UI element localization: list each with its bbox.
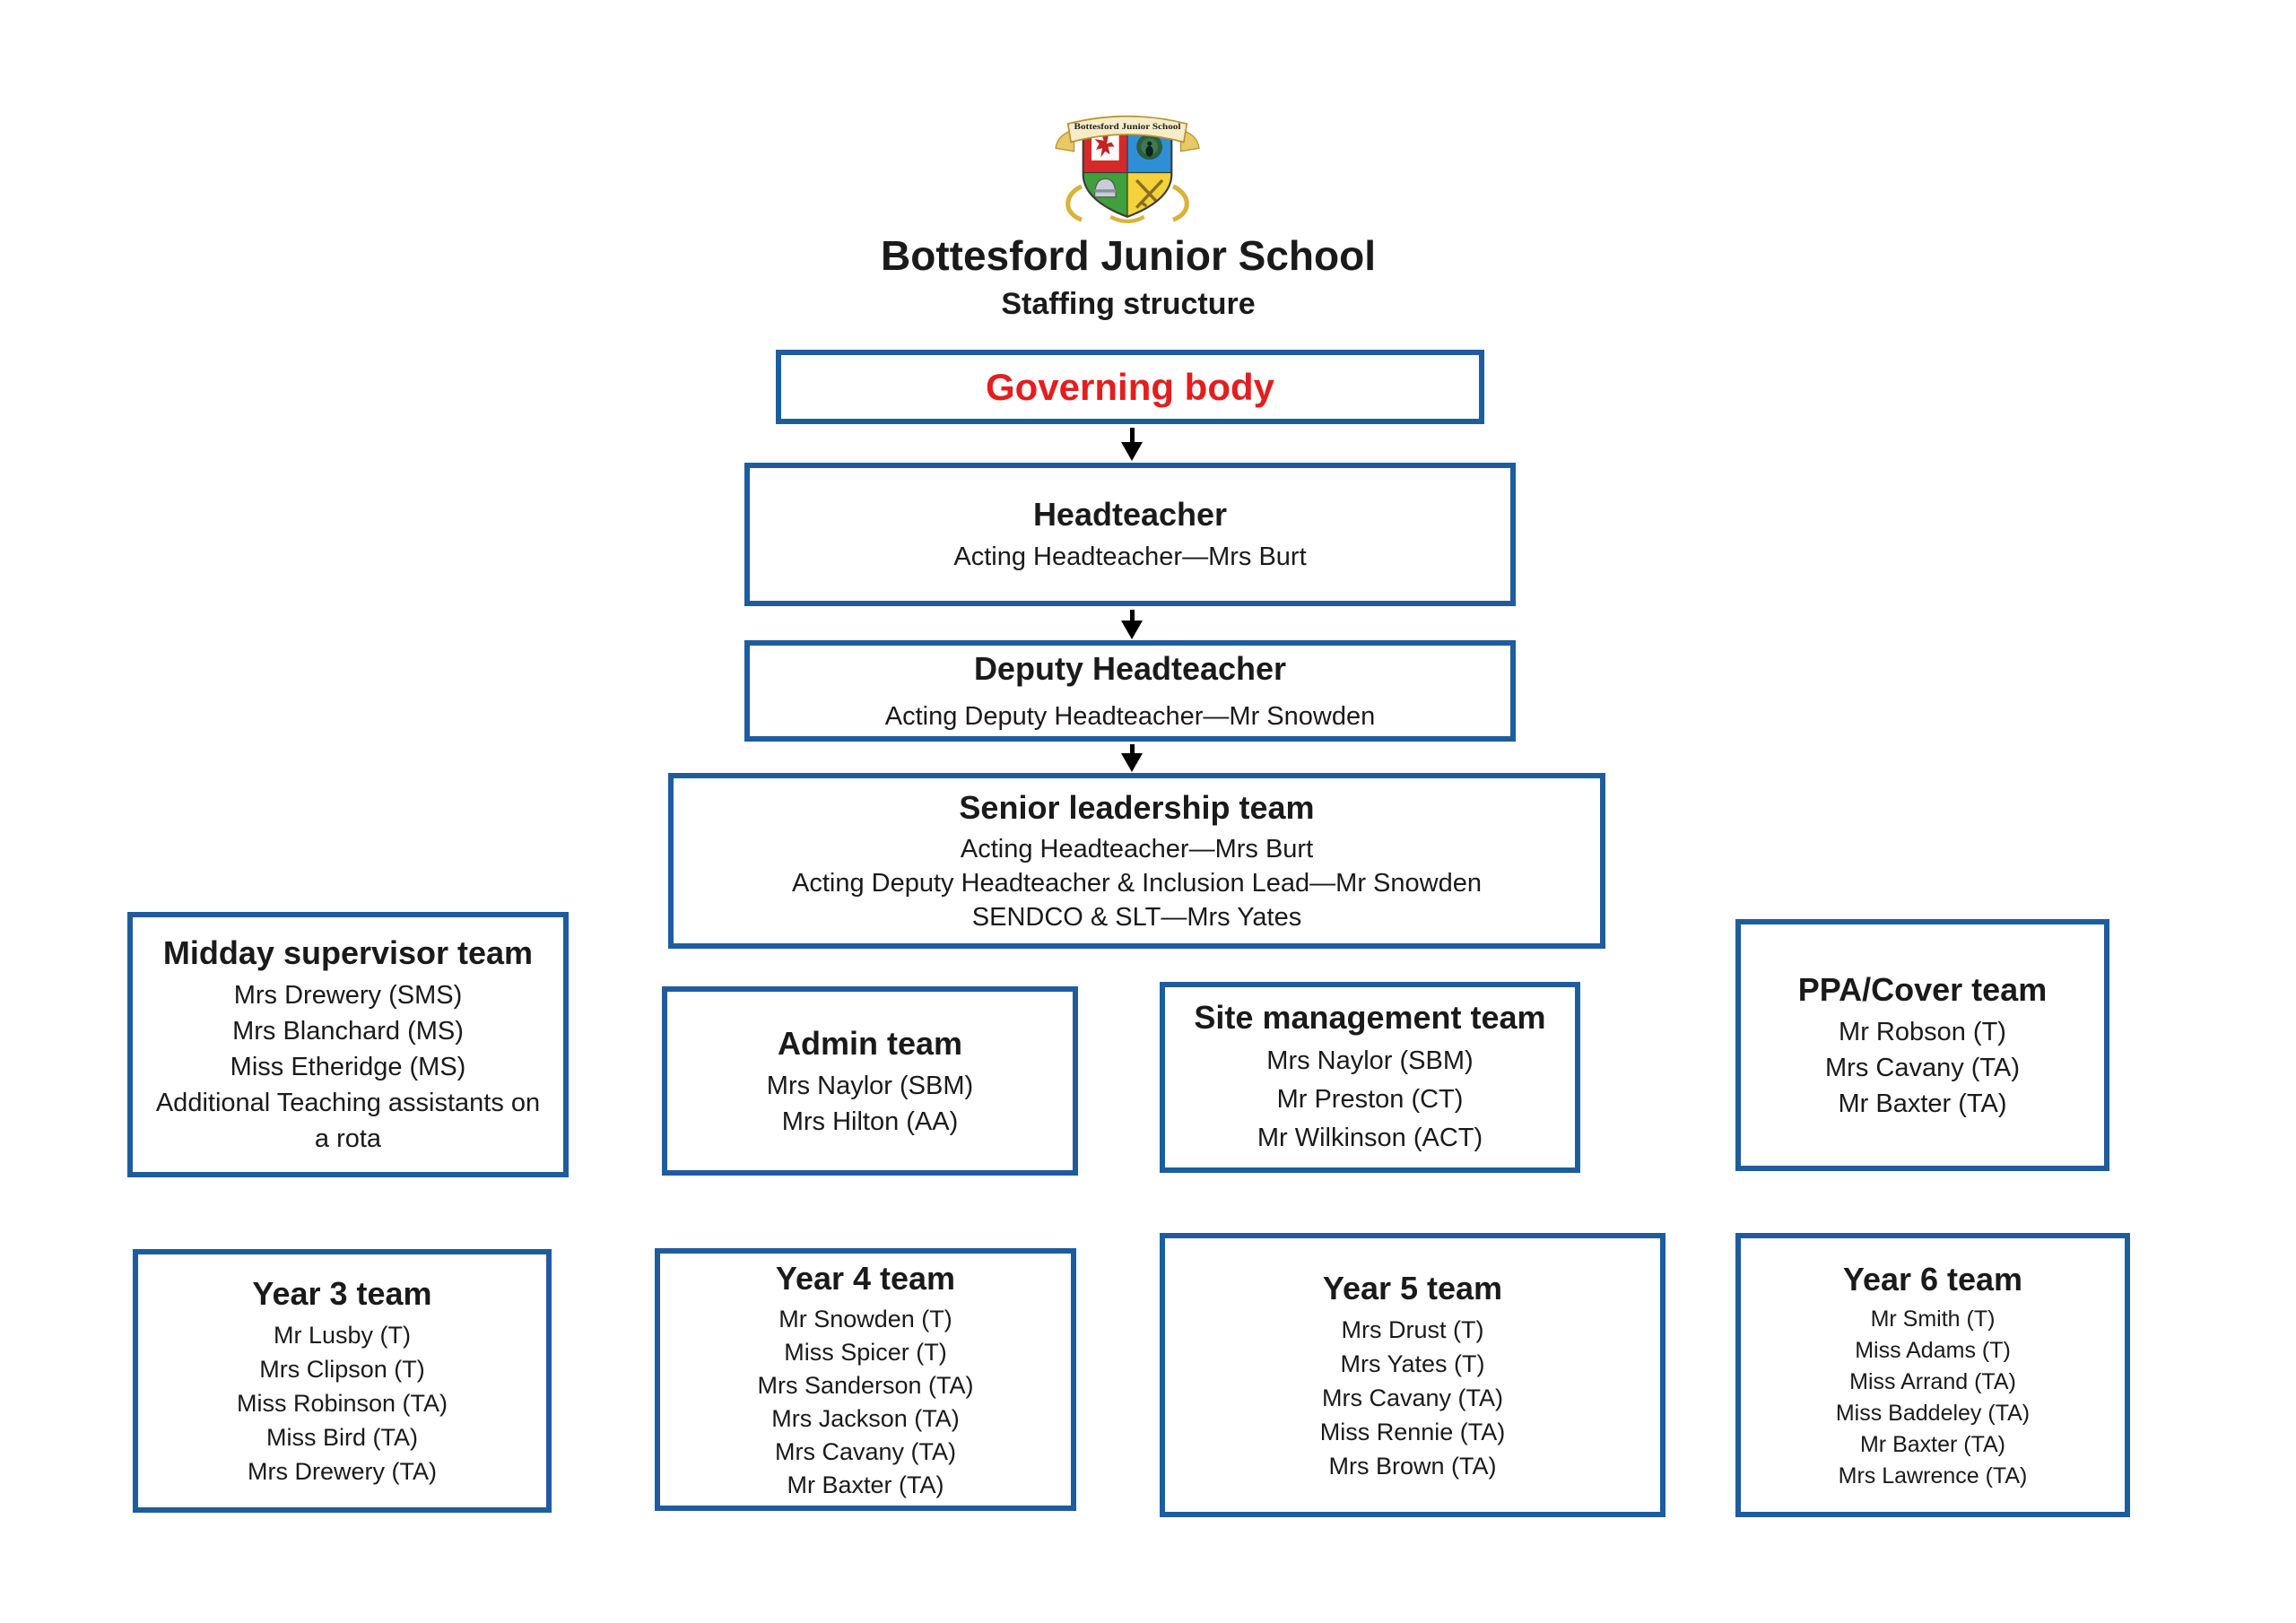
deputy-headteacher-box: Deputy Headteacher Acting Deputy Headtea…	[744, 640, 1516, 742]
team-title: Year 4 team	[775, 1259, 956, 1297]
crest-banner-text: Bottesford Junior School	[1074, 123, 1181, 132]
midday-supervisor-team-box: Midday supervisor team Mrs Drewery (SMS)…	[127, 912, 569, 1177]
site-management-team-box: Site management team Mrs Naylor (SBM) Mr…	[1160, 982, 1580, 1173]
arrow-head	[1121, 621, 1143, 639]
year-3-team-box: Year 3 team Mr Lusby (T) Mrs Clipson (T)…	[133, 1249, 552, 1513]
crest-flourish-bottom	[1109, 214, 1145, 224]
crest-flourish-left	[1065, 184, 1083, 222]
page-title: Bottesford Junior School	[881, 232, 1376, 279]
team-member: Miss Arrand (TA)	[1849, 1368, 2016, 1394]
team-member: Mrs Jackson (TA)	[771, 1404, 960, 1432]
deputy-headteacher-title: Deputy Headteacher	[973, 649, 1287, 687]
team-member: Mrs Lawrence (TA)	[1838, 1462, 2028, 1488]
headteacher-title: Headteacher	[1032, 496, 1228, 533]
team-member: Mr Baxter (TA)	[1859, 1431, 2006, 1457]
team-title: Year 5 team	[1322, 1269, 1503, 1306]
team-member: Mrs Sanderson (TA)	[757, 1371, 974, 1399]
page-subtitle: Staffing structure	[1001, 287, 1256, 321]
down-arrow-icon	[1121, 610, 1143, 639]
team-member: Mr Baxter (TA)	[1838, 1089, 2007, 1118]
team-member: Miss Baddeley (TA)	[1835, 1400, 2031, 1426]
team-member: Mrs Yates (T)	[1340, 1350, 1485, 1377]
team-title: Site management team	[1194, 999, 1546, 1036]
governing-body-box: Governing body	[776, 350, 1484, 424]
team-member: Mr Smith (T)	[1870, 1306, 1996, 1332]
team-member: Mr Preston (CT)	[1276, 1085, 1464, 1114]
slt-line: Acting Headteacher—Mrs Burt	[960, 835, 1314, 864]
year-4-team-box: Year 4 team Mr Snowden (T) Miss Spicer (…	[655, 1248, 1076, 1511]
team-member: Mrs Cavany (TA)	[774, 1437, 956, 1465]
team-member: Mr Wilkinson (ACT)	[1257, 1124, 1483, 1152]
team-title: PPA/Cover team	[1797, 970, 2048, 1008]
senior-leadership-team-box: Senior leadership team Acting Headteache…	[668, 773, 1605, 949]
team-member: Miss Rennie (TA)	[1319, 1418, 1506, 1445]
team-title: Midday supervisor team	[162, 934, 534, 971]
team-member: Mrs Hilton (AA)	[781, 1107, 959, 1136]
team-member: Mr Lusby (T)	[273, 1322, 411, 1349]
team-member: Miss Etheridge (MS)	[230, 1053, 466, 1081]
down-arrow-icon	[1121, 428, 1143, 461]
governing-body-label: Governing body	[985, 365, 1274, 408]
year-5-team-box: Year 5 team Mrs Drust (T) Mrs Yates (T) …	[1160, 1233, 1665, 1517]
team-member: Mrs Cavany (TA)	[1321, 1384, 1503, 1411]
arrow-stem	[1129, 428, 1135, 442]
team-member: Miss Robinson (TA)	[236, 1390, 448, 1417]
arrow-stem	[1129, 610, 1135, 621]
crest-cross-icon	[1094, 135, 1115, 158]
slt-line: Acting Deputy Headteacher & Inclusion Le…	[792, 869, 1482, 898]
team-member: Mrs Drewery (TA)	[248, 1458, 437, 1485]
admin-team-box: Admin team Mrs Naylor (SBM) Mrs Hilton (…	[662, 986, 1078, 1176]
team-title: Year 6 team	[1842, 1260, 2023, 1298]
team-member: Mr Baxter (TA)	[787, 1471, 944, 1498]
ppa-cover-team-box: PPA/Cover team Mr Robson (T) Mrs Cavany …	[1735, 919, 2109, 1171]
arrow-head	[1121, 442, 1143, 461]
team-member: Mrs Clipson (T)	[259, 1356, 425, 1383]
slt-title: Senior leadership team	[959, 789, 1315, 826]
team-member: Mr Robson (T)	[1839, 1017, 2006, 1046]
team-member: Mrs Drewery (SMS)	[233, 981, 463, 1010]
arrow-stem	[1129, 744, 1135, 753]
deputy-headteacher-line: Acting Deputy Headteacher—Mr Snowden	[884, 701, 1376, 731]
team-member: Mrs Brown (TA)	[1328, 1452, 1497, 1480]
team-member: Mrs Naylor (SBM)	[766, 1071, 974, 1100]
arrow-head	[1121, 753, 1143, 772]
headteacher-box: Headteacher Acting Headteacher—Mrs Burt	[744, 463, 1516, 606]
year-6-team-box: Year 6 team Mr Smith (T) Miss Adams (T) …	[1735, 1233, 2130, 1517]
team-member: Miss Adams (T)	[1855, 1337, 2011, 1363]
team-member: Mr Snowden (T)	[778, 1305, 952, 1332]
crest-banner	[1066, 115, 1188, 143]
team-member: Miss Bird (TA)	[266, 1424, 418, 1451]
slt-line: SENDCO & SLT—Mrs Yates	[971, 903, 1302, 932]
team-member: Mrs Blanchard (MS)	[232, 1017, 464, 1046]
headteacher-line: Acting Headteacher—Mrs Burt	[953, 542, 1307, 571]
team-member: Mrs Cavany (TA)	[1825, 1053, 2020, 1082]
crest-flourish-right	[1171, 184, 1189, 222]
team-member: Mrs Naylor (SBM)	[1266, 1046, 1474, 1075]
team-member: Mrs Drust (T)	[1341, 1315, 1484, 1343]
team-member: Miss Spicer (T)	[784, 1338, 947, 1366]
down-arrow-icon	[1121, 744, 1143, 772]
team-title: Admin team	[777, 1024, 963, 1062]
school-crest-logo: Bottesford Junior School	[1055, 115, 1200, 224]
team-member: Additional Teaching assistants on a rota	[155, 1089, 541, 1153]
team-title: Year 3 team	[252, 1275, 432, 1312]
